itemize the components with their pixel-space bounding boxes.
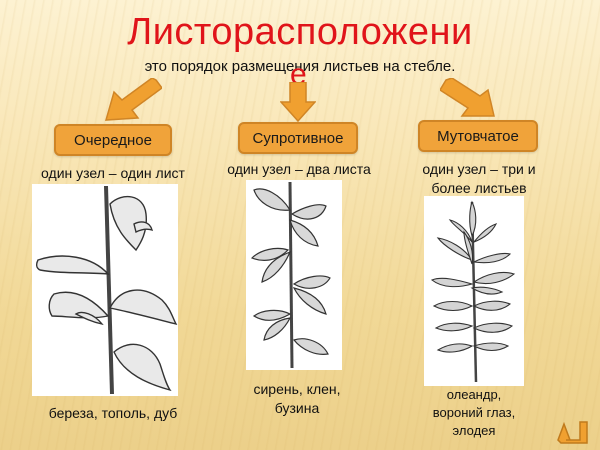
category-whorled-description: один узел – три и более листьев — [404, 160, 554, 198]
arrow-down-right-icon — [440, 78, 495, 117]
desc-line: один узел – три и — [422, 161, 536, 177]
examples-line: бузина — [274, 400, 320, 416]
category-alternate-label: Очередное — [74, 131, 152, 149]
whorled-leaf-plant-image — [424, 196, 524, 386]
category-opposite-examples: сирень, клен, бузина — [222, 380, 372, 418]
category-opposite-button[interactable]: Супротивное — [238, 122, 358, 154]
category-whorled-examples: олеандр, вороний глаз, элодея — [404, 386, 544, 440]
return-arrow-icon[interactable] — [556, 418, 590, 444]
opposite-leaf-plant-icon — [250, 181, 331, 369]
arrow-down-icon — [280, 82, 316, 122]
category-alternate-examples: береза, тополь, дуб — [48, 405, 178, 421]
slide-subtitle: это порядок размещения листьев на стебле… — [144, 58, 456, 75]
whorled-leaf-plant-icon — [430, 200, 516, 383]
alternate-leaf-plant-image — [32, 184, 178, 396]
arrow-down-left-icon — [104, 78, 162, 121]
opposite-leaf-plant-image — [246, 180, 342, 370]
category-whorled-button[interactable]: Мутовчатое — [418, 120, 538, 152]
category-opposite-label: Супротивное — [252, 129, 344, 147]
slide-title: Листорасположени — [127, 11, 473, 53]
alternate-leaf-plant-icon — [35, 185, 178, 395]
category-alternate-button[interactable]: Очередное — [54, 124, 172, 156]
examples-line: элодея — [452, 423, 496, 438]
examples-line: вороний глаз, — [432, 405, 516, 420]
category-alternate-description: один узел – один лист — [41, 165, 185, 181]
desc-line: более листьев — [431, 180, 527, 196]
examples-line: сирень, клен, — [253, 381, 341, 397]
category-opposite-description: один узел – два листа — [227, 161, 371, 177]
category-whorled-label: Мутовчатое — [437, 127, 519, 145]
examples-line: олеандр, — [446, 387, 502, 402]
